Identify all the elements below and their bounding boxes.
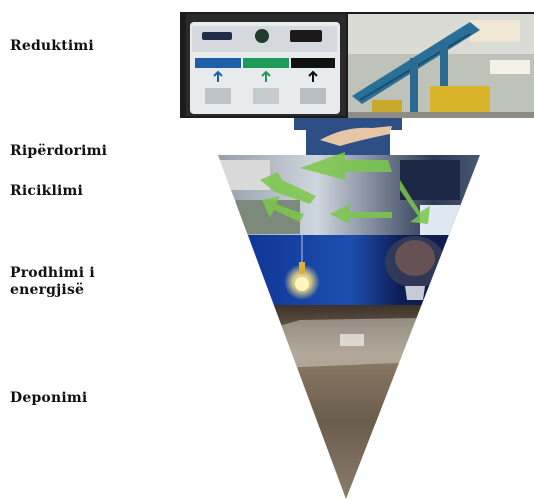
level-label-recycling: Riciklimi [10, 183, 84, 199]
hand-shape [320, 126, 392, 146]
recycle-icon [260, 152, 430, 224]
level-label-energy-production: Prodhimi i energjisë [10, 265, 95, 298]
recycling-bin-icon [186, 14, 346, 116]
level-label-reduction: Reduktimi [10, 38, 94, 54]
lightbulb-icon [385, 236, 445, 300]
level-label-landfill: Deponimi [10, 390, 88, 406]
energy-band [200, 235, 534, 305]
pyramid-images [180, 12, 534, 499]
level-label-reuse: Ripërdorimi [10, 143, 108, 159]
conveyor-icon [348, 14, 534, 118]
lightbulb-icon [284, 235, 320, 300]
